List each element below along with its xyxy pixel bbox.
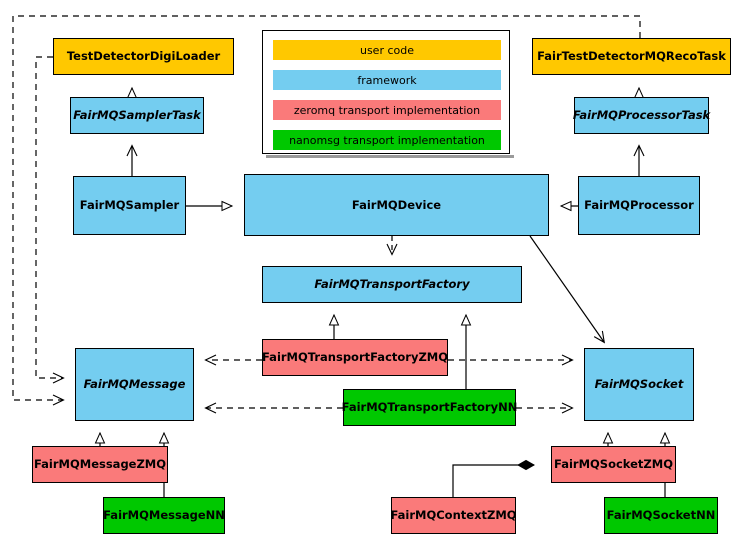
class-node-fairmqsocket[interactable]: FairMQSocket [584,348,694,421]
legend-item-user-code-label: user code [359,43,415,57]
class-node-fairmqprocessortask[interactable]: FairMQProcessorTask [573,97,710,134]
class-node-fairmqsocketnn[interactable]: FairMQSocketNN [604,497,718,534]
class-node-fairmqmessagezmq[interactable]: FairMQMessageZMQ [32,446,168,483]
class-node-testdetectordigiloader[interactable]: TestDetectorDigiLoader [53,38,234,75]
legend-shadow [266,155,514,158]
class-node-fairtestdetectormqrecotask[interactable]: FairTestDetectorMQRecoTask [532,38,731,75]
class-node-fairmqprocessor[interactable]: FairMQProcessor [578,176,700,235]
legend-item-framework: framework [273,70,501,90]
edge-digiloader-to-message [35,56,65,384]
legend-item-framework-label: framework [357,73,417,87]
class-node-fairmqsampler[interactable]: FairMQSampler [73,176,186,235]
edge-recotask-to-message [12,15,641,406]
class-node-fairmqtransportfactoryzmq[interactable]: FairMQTransportFactoryZMQ [262,339,448,376]
legend-item-zeromq-label: zeromq transport implementation [293,103,481,117]
edge-contextzmq-to-socketzmq [452,465,534,497]
edge-device-to-socket [529,235,606,344]
legend: user code framework zeromq transport imp… [262,30,510,154]
class-node-fairmqmessagenn[interactable]: FairMQMessageNN [103,497,225,534]
legend-item-nanomsg-label: nanomsg transport implementation [289,133,485,147]
class-node-fairmqsocketzmq[interactable]: FairMQSocketZMQ [551,446,676,483]
class-node-fairmqtransportfactorynn[interactable]: FairMQTransportFactoryNN [342,389,517,426]
class-node-fairmqcontextzmq[interactable]: FairMQContextZMQ [390,497,517,534]
class-node-fairmqsamplertask[interactable]: FairMQSamplerTask [70,97,204,134]
legend-item-user-code: user code [273,40,501,60]
class-node-fairmqmessage[interactable]: FairMQMessage [75,348,194,421]
class-node-fairmqtransportfactory[interactable]: FairMQTransportFactory [262,266,522,303]
class-node-fairmqdevice[interactable]: FairMQDevice [244,174,549,236]
legend-item-zeromq: zeromq transport implementation [273,100,501,120]
legend-item-nanomsg: nanomsg transport implementation [273,130,501,150]
